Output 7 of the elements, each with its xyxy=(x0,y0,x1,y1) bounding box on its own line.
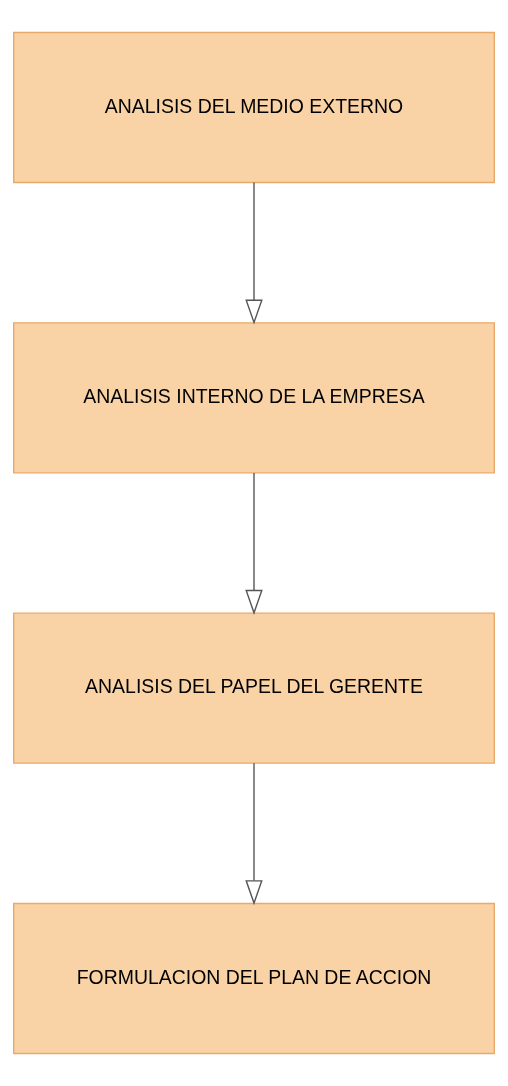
node-box: ANALISIS INTERNO DE LA EMPRESA xyxy=(13,322,495,474)
arrow xyxy=(245,472,263,615)
node-box: FORMULACION DEL PLAN DE ACCION xyxy=(13,902,495,1055)
node-box: ANALISIS DEL PAPEL DEL GERENTE xyxy=(13,612,495,764)
arrow xyxy=(245,181,263,325)
node-box: ANALISIS DEL MEDIO EXTERNO xyxy=(13,31,495,184)
arrow xyxy=(245,762,263,906)
